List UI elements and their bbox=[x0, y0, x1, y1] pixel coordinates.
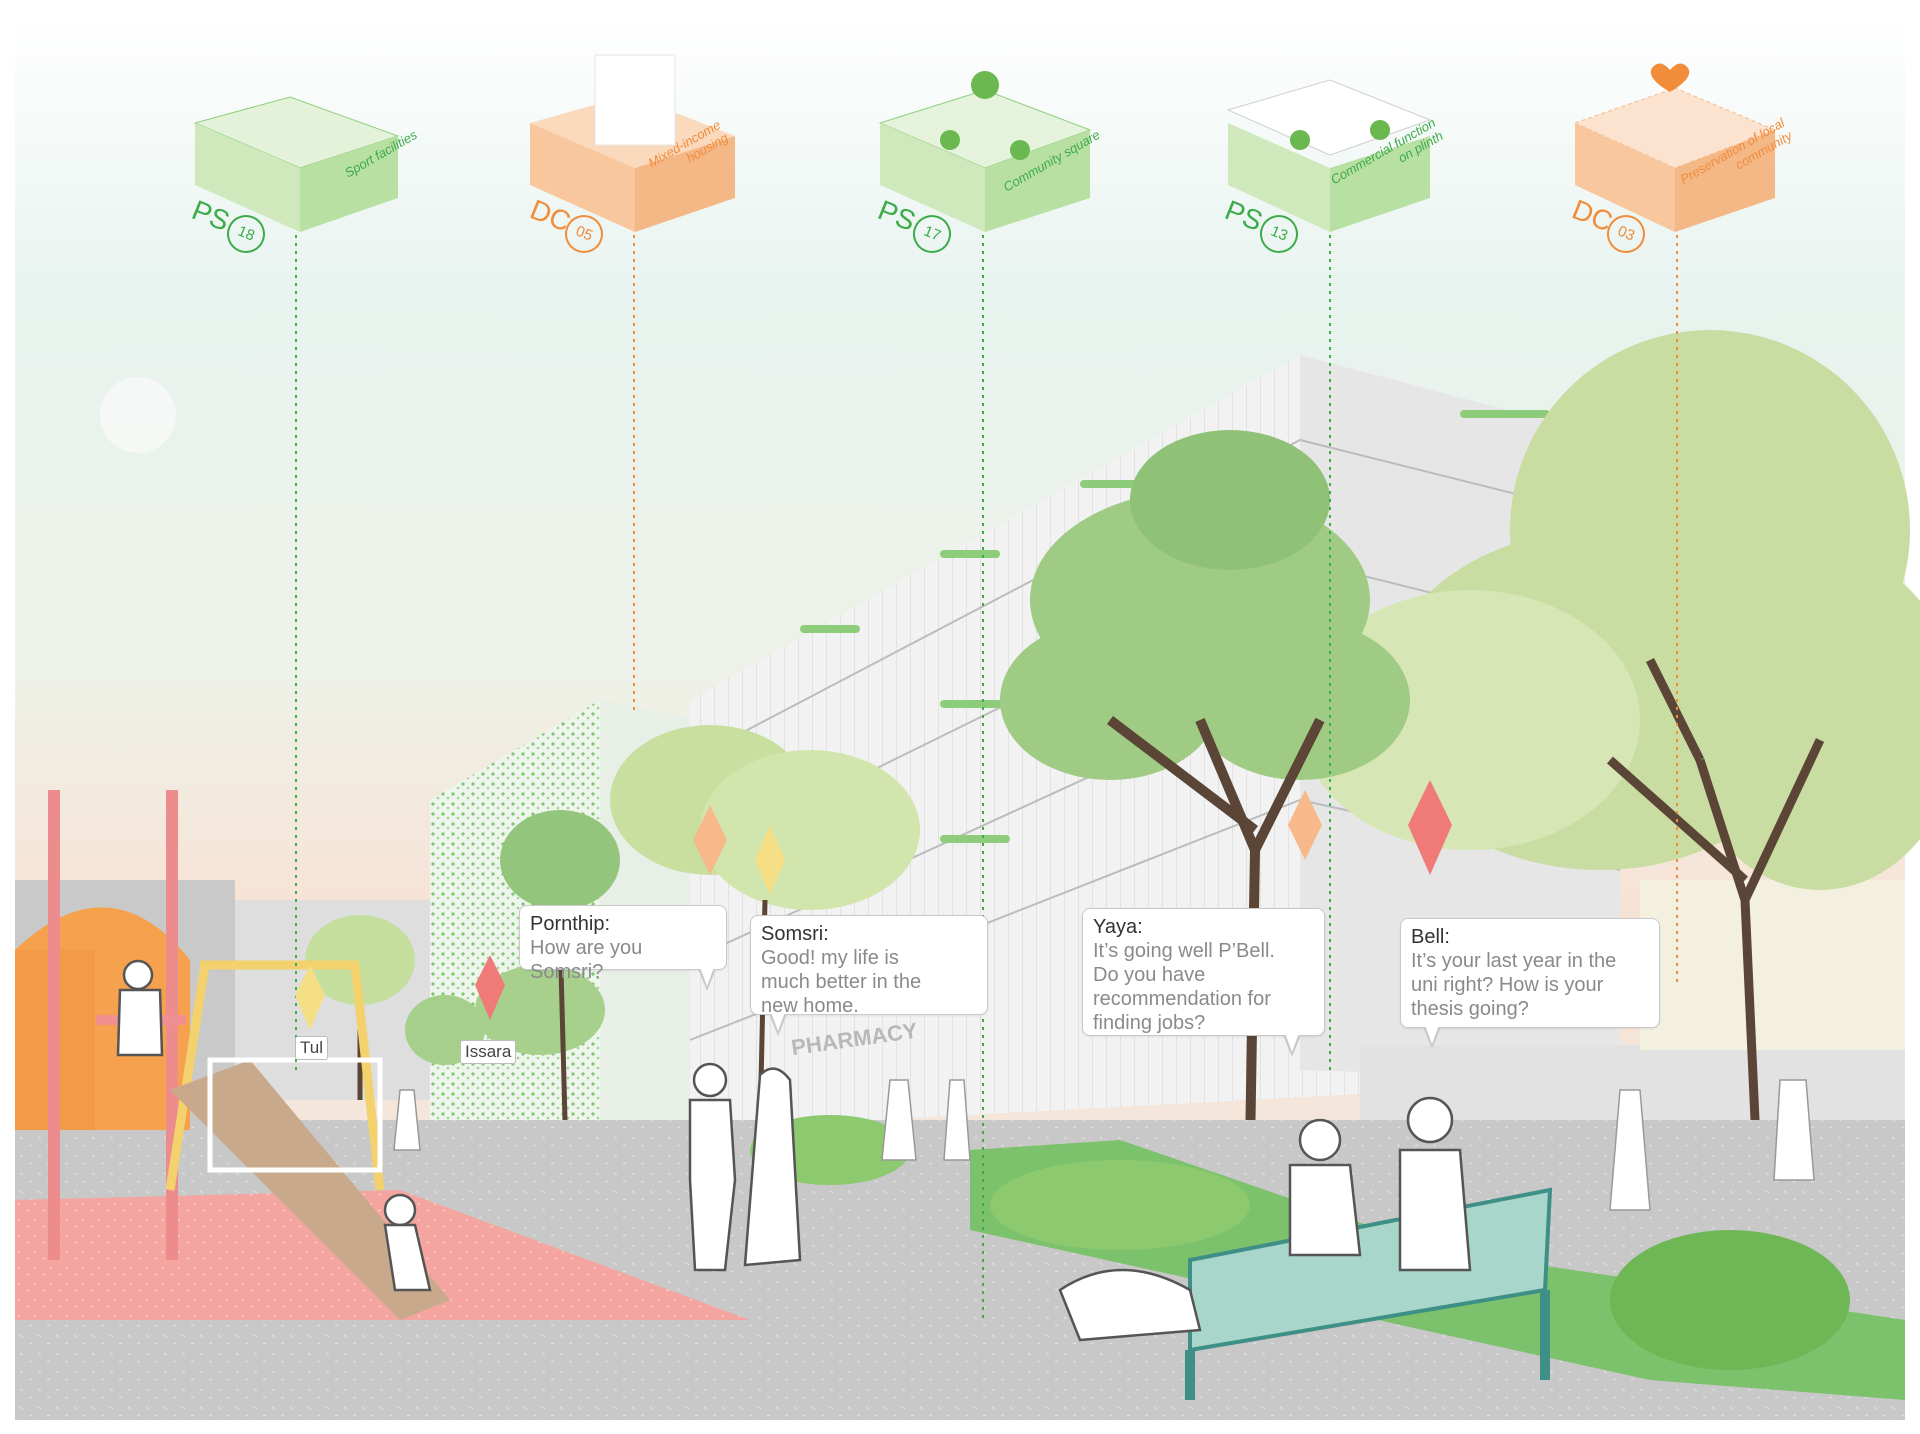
marker-diamond bbox=[693, 805, 727, 875]
indicator-diagram-ps17 bbox=[878, 71, 1092, 232]
speech-text: It’s your last year in the uni right? Ho… bbox=[1411, 950, 1617, 1020]
marker-diamond bbox=[1288, 790, 1322, 860]
dog bbox=[1058, 1268, 1202, 1342]
slide bbox=[170, 1060, 450, 1320]
indicator-diagram-ps18 bbox=[193, 96, 400, 232]
person-pornthip bbox=[688, 1062, 737, 1272]
name-tag-tul: Tul bbox=[295, 1036, 328, 1060]
central-tree bbox=[1000, 430, 1410, 780]
speaker-name: Somsri: bbox=[761, 923, 829, 945]
speech-text: It’s going well P’Bell. Do you have reco… bbox=[1093, 940, 1275, 1034]
play-pole bbox=[48, 790, 60, 1260]
marker-diamond bbox=[755, 825, 785, 895]
marker-diamond bbox=[475, 955, 505, 1020]
diamond-markers bbox=[295, 780, 1452, 1030]
speech-bubble-pornthip: Pornthip: How are you Somsri? bbox=[519, 905, 727, 991]
person-somsri bbox=[743, 1067, 802, 1267]
person-bell bbox=[1398, 1096, 1472, 1272]
large-tree-right bbox=[1300, 330, 1920, 890]
middle-trees bbox=[305, 725, 920, 1131]
indicator-diagram-ps13 bbox=[1226, 79, 1432, 232]
leader-lines bbox=[295, 235, 1678, 1320]
speech-text: Good! my life is much better in the new … bbox=[761, 947, 922, 1017]
child-on-slide bbox=[383, 1193, 432, 1292]
speech-text: How are you Somsri? bbox=[530, 937, 643, 983]
person-yaya bbox=[1288, 1118, 1362, 1257]
child-on-tower bbox=[116, 959, 164, 1057]
speaker-name: Yaya: bbox=[1093, 916, 1143, 938]
speech-bubble-somsri: Somsri: Good! my life is much better in … bbox=[750, 915, 988, 1036]
indicator-diagram-dc05 bbox=[530, 54, 735, 232]
heart-icon bbox=[1650, 63, 1690, 92]
bottom-margin bbox=[0, 1420, 1920, 1434]
sun bbox=[100, 377, 176, 453]
speaker-name: Bell: bbox=[1411, 926, 1450, 948]
name-tag-issara: Issara bbox=[460, 1040, 517, 1064]
speaker-name: Pornthip: bbox=[530, 913, 611, 935]
marker-diamond bbox=[1408, 780, 1452, 875]
swing-frame bbox=[165, 960, 385, 1191]
marker-diamond bbox=[295, 965, 325, 1030]
people bbox=[116, 959, 1472, 1342]
background-pedestrians bbox=[393, 1079, 1815, 1211]
indicator-diagram-dc03 bbox=[1573, 63, 1777, 232]
speech-bubble-bell: Bell: It’s your last year in the uni rig… bbox=[1400, 918, 1660, 1049]
speech-bubble-yaya: Yaya: It’s going well P’Bell. Do you hav… bbox=[1082, 908, 1325, 1057]
